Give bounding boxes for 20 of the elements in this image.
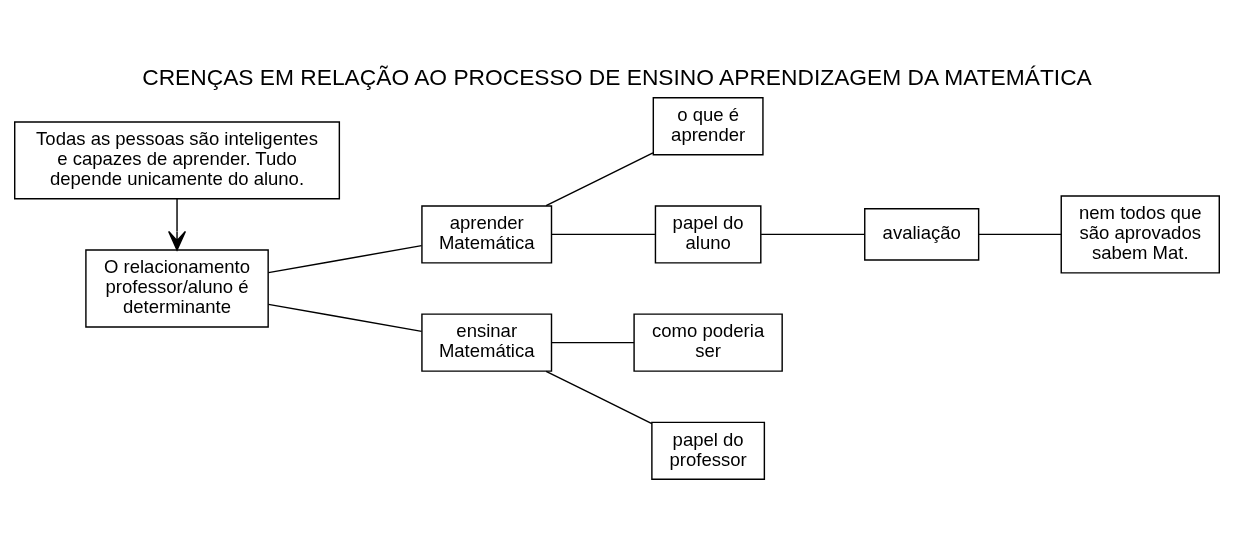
connector	[267, 303, 423, 332]
node-box: O relacionamento professor/aluno é determinante	[85, 248, 269, 328]
node-box: Todas as pessoas são inteligentes e capazes de aprender. Tudo depende unicamente do aluno.	[14, 120, 341, 199]
connector	[545, 370, 653, 424]
connector	[760, 233, 866, 235]
connector	[551, 233, 656, 235]
connector	[551, 341, 635, 343]
arrow	[168, 197, 187, 251]
node-box: ensinar Matemática	[421, 312, 553, 372]
connector	[977, 233, 1062, 235]
node-box: avaliação	[864, 207, 980, 261]
node-box: papel do professor	[651, 421, 766, 480]
diagram-title: CRENÇAS EM RELAÇÃO AO PROCESSO DE ENSINO APRENDIZAGEM DA MATEMÁTICA	[142, 63, 1092, 90]
node-box: o que é aprender	[652, 96, 764, 155]
connector	[267, 244, 423, 273]
node-box: aprender Matemática	[421, 204, 553, 264]
node-box: papel do aluno	[654, 204, 762, 264]
node-box: nem todos que são aprovados sabem Mat.	[1060, 194, 1220, 274]
node-box: como poderia ser	[633, 312, 783, 372]
connector	[545, 151, 654, 206]
